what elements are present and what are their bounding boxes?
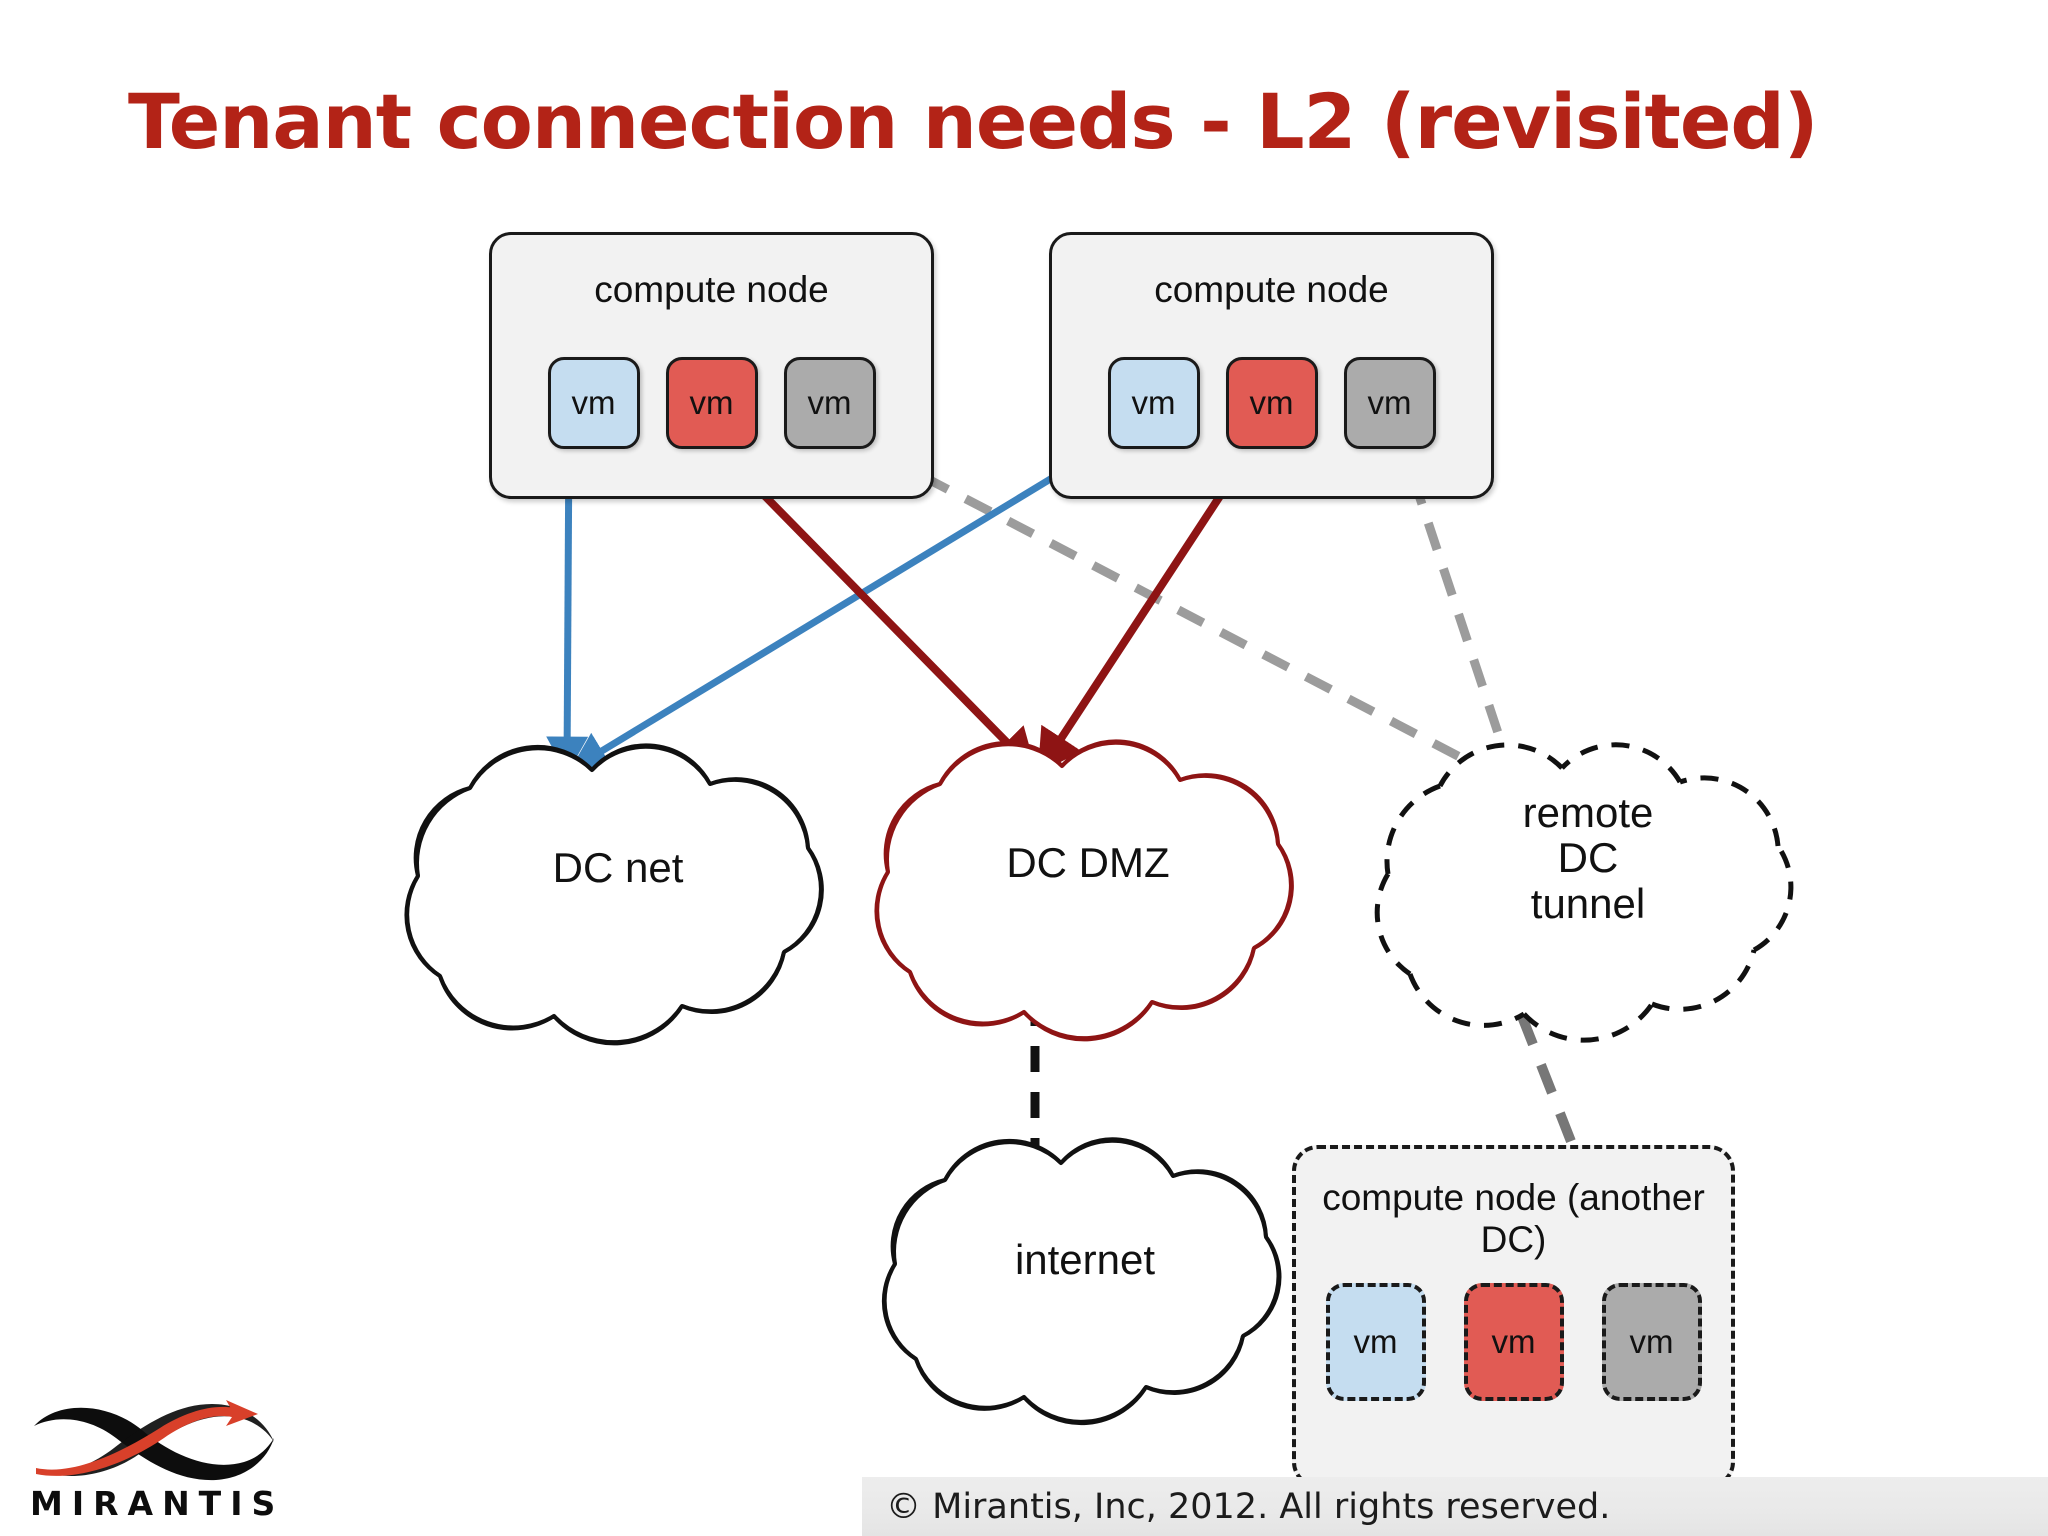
mirantis-logo: MIRANTIS — [30, 1396, 278, 1524]
cloud-internet-label: internet — [1014, 1236, 1156, 1283]
node2-vm-gray[interactable]: vm — [1343, 357, 1436, 449]
node3-vm-blue-label: vm — [1353, 1323, 1398, 1360]
cloud-dc-net-label: DC net — [552, 844, 684, 891]
page-title: Tenant connection needs - L2 (revisited) — [128, 77, 1819, 166]
node3-vm-red-label: vm — [1491, 1323, 1536, 1360]
node1-vm-gray-label: vm — [807, 384, 852, 421]
compute-node-3-vm-row: vm vm vm — [1296, 1283, 1731, 1401]
compute-node-2-label: compute node — [1154, 269, 1389, 310]
node1-vm-blue[interactable]: vm — [547, 357, 640, 449]
copyright-text: © Mirantis, Inc, 2012. All rights reserv… — [886, 1487, 1611, 1527]
node1-vm-gray[interactable]: vm — [783, 357, 876, 449]
compute-node-2-vm-row: vm vm vm — [1052, 357, 1491, 449]
node2-vm-blue[interactable]: vm — [1107, 357, 1200, 449]
compute-node-2[interactable]: compute node vm vm vm — [1049, 232, 1494, 499]
cloud-remote-dc-tunnel-label: remote DC tunnel — [1522, 789, 1654, 927]
compute-node-3-label: compute node (another DC) — [1322, 1177, 1705, 1261]
node2-vm-red-label: vm — [1249, 384, 1294, 421]
compute-node-3[interactable]: compute node (another DC) vm vm vm — [1292, 1145, 1735, 1488]
node2-vm-blue-label: vm — [1131, 384, 1176, 421]
compute-node-1-vm-row: vm vm vm — [492, 357, 931, 449]
node2-vm-red[interactable]: vm — [1225, 357, 1318, 449]
compute-node-1[interactable]: compute node vm vm vm — [489, 232, 934, 499]
footer-bar: © Mirantis, Inc, 2012. All rights reserv… — [862, 1477, 2048, 1536]
mirantis-wordmark: MIRANTIS — [30, 1484, 285, 1523]
node1-vm-red[interactable]: vm — [665, 357, 758, 449]
node1-vm-blue-label: vm — [571, 384, 616, 421]
node3-vm-gray[interactable]: vm — [1601, 1283, 1702, 1401]
node1-vm-red-label: vm — [689, 384, 734, 421]
cloud-dc-dmz-label: DC DMZ — [1006, 839, 1170, 886]
cloud-dc-dmz — [874, 739, 1294, 1042]
node2-vm-gray-label: vm — [1367, 384, 1412, 421]
cloud-dc-net — [404, 743, 824, 1046]
mirantis-swoosh-icon — [34, 1400, 274, 1481]
node3-vm-blue[interactable]: vm — [1325, 1283, 1426, 1401]
node3-vm-red[interactable]: vm — [1463, 1283, 1564, 1401]
compute-node-1-label: compute node — [594, 269, 829, 310]
node3-vm-gray-label: vm — [1629, 1323, 1674, 1360]
